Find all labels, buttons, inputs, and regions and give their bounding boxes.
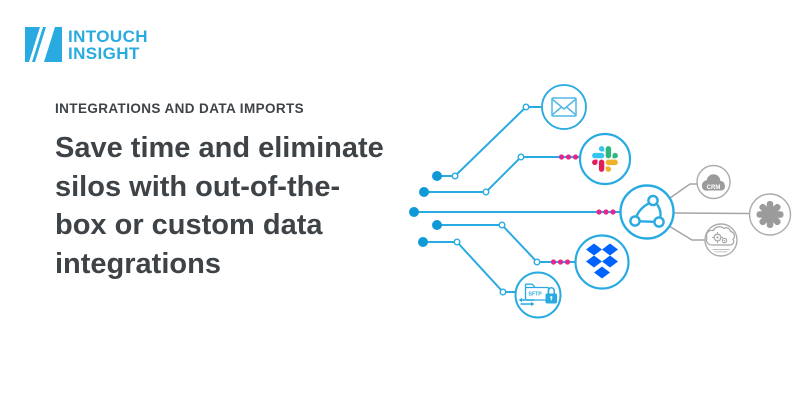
crm-connector (669, 183, 697, 199)
sftp-connector (423, 241, 516, 293)
heading-line-2: silos with out-of-the- (55, 170, 341, 203)
crm-cloud-node: CRM (696, 164, 731, 200)
dropbox-icon (586, 243, 618, 279)
zapier-asterisk-icon (756, 201, 784, 228)
connector-lines (414, 106, 620, 293)
crm-cloud-icon (701, 174, 725, 191)
email-connector (437, 106, 541, 177)
source-dots (409, 171, 442, 247)
webhook-hub-node (619, 184, 675, 240)
sftp-label: SFTP (529, 292, 543, 298)
dropbox-node (574, 234, 630, 290)
custom-cloud-node (704, 223, 738, 257)
zapier-asterisk-node (748, 193, 792, 236)
email-envelope-icon (551, 97, 577, 117)
heading-line-1: Save time and eliminate (55, 132, 384, 164)
integrations-diagram: SFTP CRM (409, 84, 792, 319)
slack-connector (424, 156, 580, 193)
heading-line-4: integrations (55, 247, 221, 280)
intouch-insight-logo[interactable]: INTOUCH INSIGHT (25, 27, 148, 62)
pink-accent-dots (550, 154, 616, 265)
crm-label: CRM (707, 185, 721, 191)
slack-node (578, 132, 632, 186)
custom-cloud-connector (668, 225, 705, 241)
logo-word-2: INSIGHT (68, 43, 140, 63)
page-title: Save time and eliminate silos with out-o… (55, 129, 415, 283)
intouch-insight-mark-icon (25, 27, 62, 62)
heading-line-3: box or custom data (55, 209, 323, 241)
sftp-node: SFTP (514, 271, 562, 319)
logo-word-1: INTOUCH (68, 27, 148, 46)
logo-wordmark: INTOUCH INSIGHT (68, 27, 148, 63)
gray-connector-lines (668, 183, 750, 241)
bend-nodes (451, 103, 541, 296)
slack-icon (592, 146, 618, 172)
email-node (541, 84, 587, 130)
eyebrow-label: INTEGRATIONS AND DATA IMPORTS (55, 101, 305, 116)
custom-cloud-gears-icon (705, 226, 735, 253)
asterisk-connector (673, 212, 750, 215)
sftp-folder-lock-icon: SFTP (518, 283, 557, 307)
webhook-hub-icon (629, 194, 665, 228)
hero-copy: INTEGRATIONS AND DATA IMPORTS Save time … (55, 101, 415, 283)
